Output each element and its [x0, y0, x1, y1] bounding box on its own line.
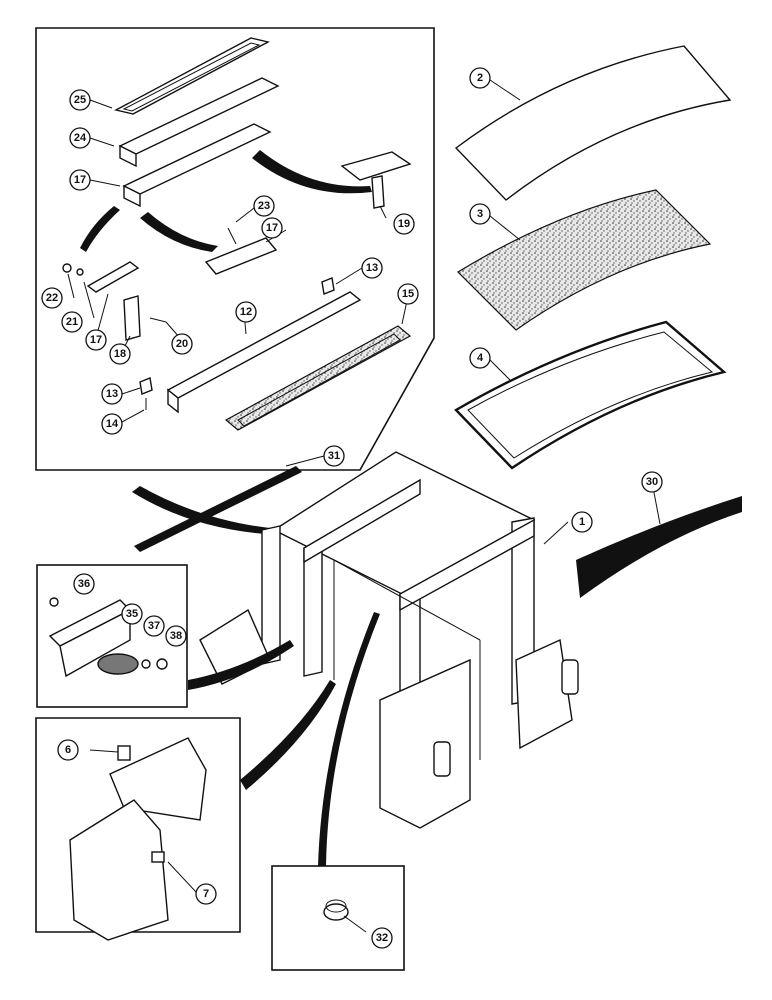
callout-20: 20 — [171, 333, 193, 355]
callout-number: 18 — [114, 348, 126, 360]
callout-number: 1 — [579, 516, 585, 528]
callout-number: 13 — [106, 388, 118, 400]
callout-number: 24 — [74, 132, 87, 144]
headliner-part — [457, 189, 712, 331]
callout-number: 15 — [402, 288, 414, 300]
bracket-part — [340, 151, 412, 181]
callout-32: 32 — [371, 927, 393, 949]
callout-number: 19 — [398, 218, 410, 230]
latch-part — [204, 237, 278, 275]
callout-7: 7 — [195, 883, 217, 905]
callout-35: 35 — [121, 603, 143, 625]
callout-25: 25 — [69, 89, 91, 111]
callout-17: 17 — [69, 169, 91, 191]
callout-23: 23 — [253, 195, 275, 217]
callout-number: 14 — [106, 418, 119, 430]
callout-number: 32 — [376, 932, 388, 944]
cover-detail-inset — [35, 717, 241, 941]
callout-number: 31 — [328, 450, 340, 462]
bracket-detail-inset — [36, 564, 188, 708]
callout-3: 3 — [469, 203, 491, 225]
callout-number: 23 — [258, 200, 270, 212]
strip-part — [166, 291, 362, 399]
callout-4: 4 — [469, 347, 491, 369]
callout-1: 1 — [571, 511, 593, 533]
callout-number: 21 — [66, 316, 78, 328]
callout-13: 13 — [361, 257, 383, 279]
trim-strip-part — [576, 496, 742, 598]
callout-number: 7 — [203, 888, 209, 900]
callout-number: 20 — [176, 338, 188, 350]
callout-19: 19 — [393, 213, 415, 235]
callout-6: 6 — [57, 739, 79, 761]
hinge-part — [86, 261, 140, 293]
roof-seal-part — [454, 320, 727, 470]
seal-part — [224, 325, 412, 431]
callout-number: 17 — [266, 222, 278, 234]
leader-lines — [67, 79, 661, 933]
callout-15: 15 — [397, 283, 419, 305]
hatch-detail-inset — [35, 27, 435, 471]
callout-number: 37 — [148, 620, 160, 632]
callout-24: 24 — [69, 127, 91, 149]
callout-number: 17 — [74, 174, 86, 186]
callout-30: 30 — [641, 471, 663, 493]
callout-22: 22 — [41, 287, 63, 309]
cab-frame — [199, 451, 579, 829]
callout-number: 36 — [78, 578, 90, 590]
callout-2: 2 — [469, 67, 491, 89]
callout-36: 36 — [73, 573, 95, 595]
callout-17: 17 — [261, 217, 283, 239]
roof-panels — [454, 45, 732, 470]
callout-13: 13 — [101, 383, 123, 405]
callout-number: 2 — [477, 72, 483, 84]
callout-21: 21 — [61, 311, 83, 333]
plug-detail-inset — [271, 865, 405, 971]
hatch-frame-part — [118, 77, 280, 155]
callout-number: 3 — [477, 208, 483, 220]
callout-number: 17 — [90, 334, 102, 346]
callout-number: 38 — [170, 630, 182, 642]
callout-37: 37 — [143, 615, 165, 637]
callout-number: 35 — [126, 608, 138, 620]
callout-18: 18 — [109, 343, 131, 365]
callout-14: 14 — [101, 413, 123, 435]
roof-panel-part — [454, 45, 732, 201]
callout-number: 4 — [477, 352, 484, 364]
callout-labels: 1234671213131415171717181920212223242530… — [41, 67, 663, 949]
callout-number: 22 — [46, 292, 58, 304]
callout-number: 13 — [366, 262, 378, 274]
callout-17: 17 — [85, 329, 107, 351]
callout-number: 30 — [646, 476, 658, 488]
hatch-gasket-part — [114, 37, 270, 115]
callout-38: 38 — [165, 625, 187, 647]
callout-number: 6 — [65, 744, 71, 756]
callout-number: 12 — [240, 306, 252, 318]
callout-31: 31 — [323, 445, 345, 467]
callout-12: 12 — [235, 301, 257, 323]
callout-number: 25 — [74, 94, 86, 106]
